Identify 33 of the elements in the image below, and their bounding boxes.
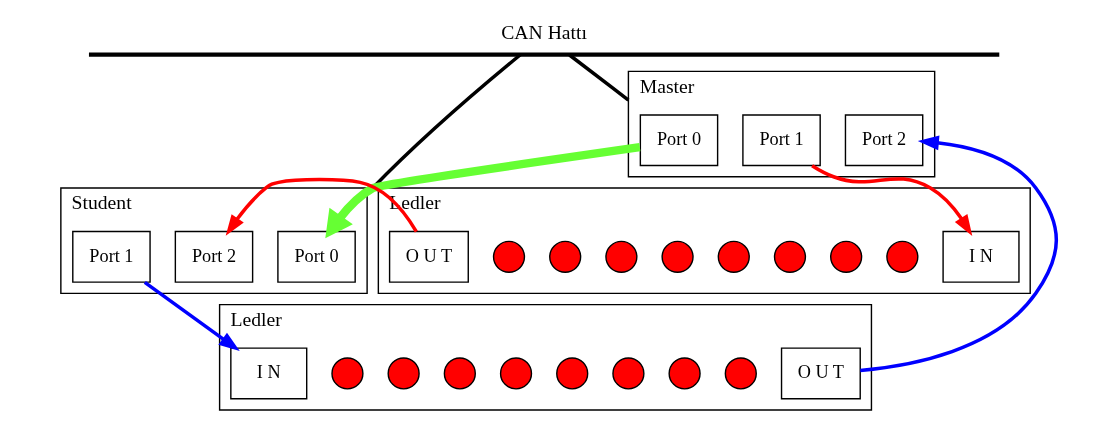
arrow [811,164,973,236]
node-circle [661,240,694,273]
node-circle [443,357,476,390]
connector [568,53,630,102]
node-box: O U T [388,230,469,283]
node-circle [549,240,582,273]
node-circle [492,240,526,273]
node-circle [556,357,589,390]
node-circle [773,240,807,273]
arrow [143,280,240,352]
arrow [225,177,418,236]
node-box: Port 1 [72,230,151,283]
node-circle [499,357,533,390]
node-box: Port 0 [639,114,719,167]
node-circle [724,357,757,390]
node-circle [886,240,919,273]
node-circle [605,240,638,273]
node-circle [387,357,420,390]
node-text: CAN Hattı [501,21,587,44]
node-circle [612,357,645,390]
node-box: I N [942,230,1020,283]
node-box: Port 2 [844,114,924,167]
node-circle [830,240,863,273]
node-circle [331,357,364,390]
node-box: O U T [780,347,861,400]
node-box: Port 0 [277,230,356,283]
node-circle [668,357,701,390]
node-box: Port 1 [742,114,821,167]
arrow [325,143,641,239]
node-box: I N [230,347,308,400]
arrow [860,135,1058,373]
node-box: Port 2 [174,230,254,283]
node-circle [717,240,750,273]
